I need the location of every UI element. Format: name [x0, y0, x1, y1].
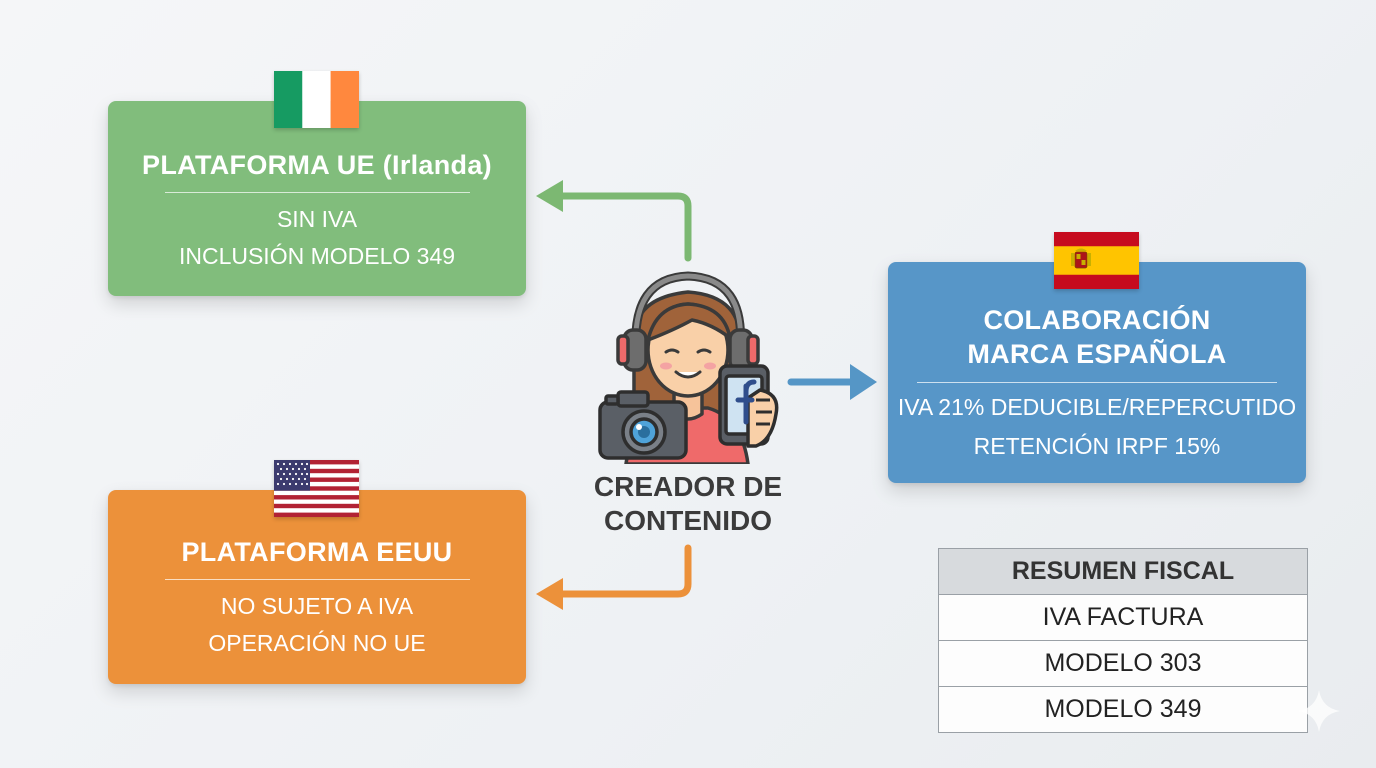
node-usa-line-1: NO SUJETO A IVA — [220, 593, 414, 619]
arrowhead-spain — [850, 364, 877, 400]
divider — [164, 192, 470, 193]
facebook-icon — [735, 379, 757, 425]
node-ireland-platform: PLATAFORMA UE (Irlanda) SIN IVA INCLUSIÓ… — [108, 101, 526, 296]
table-row: MODELO 349 — [939, 686, 1307, 732]
creator-label-line-2: CONTENIDO — [604, 505, 772, 536]
spain-flag — [1054, 232, 1139, 289]
table-row: MODELO 303 — [939, 640, 1307, 686]
node-usa-title: PLATAFORMA EEUU — [181, 537, 453, 567]
table-row: IVA FACTURA — [939, 594, 1307, 640]
node-spain-line-1: IVA 21% DEDUCIBLE/REPERCUTIDO — [897, 394, 1297, 420]
node-spain-brand: COLABORACIÓN MARCA ESPAÑOLA IVA 21% DEDU… — [888, 262, 1306, 483]
divider — [917, 382, 1277, 383]
arrow-to-ireland — [544, 192, 692, 262]
node-spain-line-2: RETENCIÓN IRPF 15% — [973, 433, 1221, 459]
arrow-to-usa — [544, 544, 692, 598]
coat-of-arms-icon — [1071, 248, 1091, 269]
tax-summary-table: RESUMEN FISCAL IVA FACTURA MODELO 303 MO… — [938, 548, 1308, 733]
arrowhead-usa — [536, 578, 563, 610]
node-usa-platform: PLATAFORMA EEUU NO SUJETO A IVA OPERACIÓ… — [108, 490, 526, 684]
node-ireland-line-1: SIN IVA — [276, 206, 358, 232]
node-usa-line-2: OPERACIÓN NO UE — [208, 630, 426, 656]
node-ireland-line-2: INCLUSIÓN MODELO 349 — [178, 243, 456, 269]
creator-label: CREADOR DE CONTENIDO — [578, 470, 798, 538]
usa-flag — [274, 460, 359, 517]
arrowhead-ireland — [536, 180, 563, 212]
creator-label-line-1: CREADOR DE — [593, 471, 783, 502]
node-spain-title-1: COLABORACIÓN — [983, 305, 1211, 335]
sparkle-icon — [1298, 690, 1340, 732]
node-ireland-title: PLATAFORMA UE (Irlanda) — [142, 150, 492, 180]
ireland-flag — [274, 71, 359, 128]
node-spain-title-2: MARCA ESPAÑOLA — [967, 339, 1227, 369]
content-creator-icon — [598, 271, 779, 464]
table-header: RESUMEN FISCAL — [939, 549, 1307, 594]
divider — [164, 579, 470, 580]
